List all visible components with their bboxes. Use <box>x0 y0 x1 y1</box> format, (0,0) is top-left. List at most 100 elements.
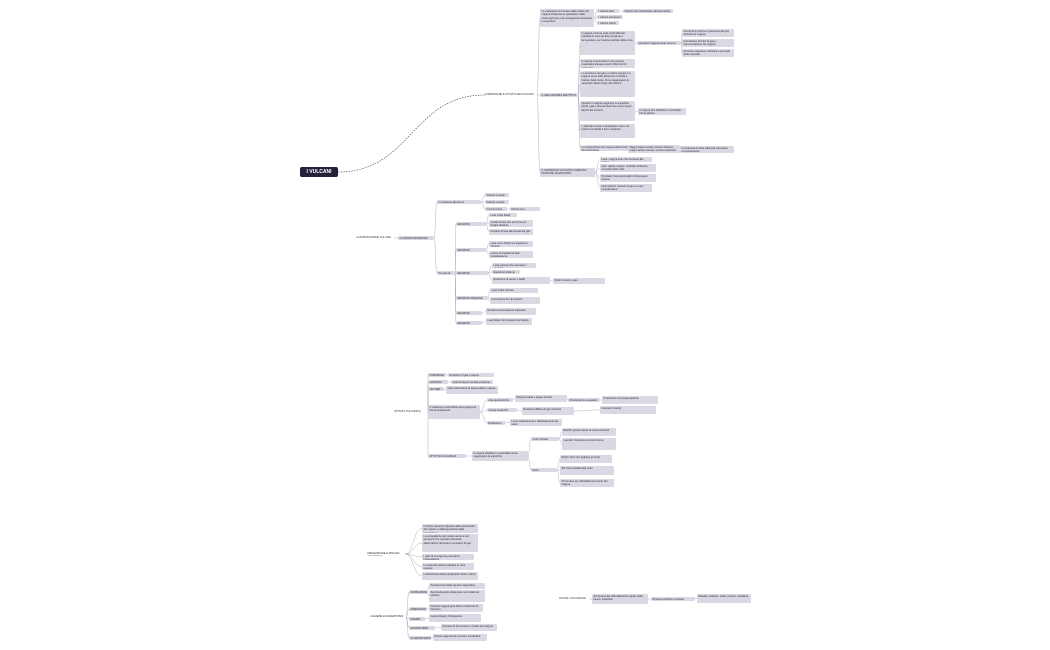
map-node-b2b6a[interactable]: Lava fluida che fuoriesce da fratture <box>486 318 532 325</box>
map-node-b1a2[interactable]: I vulcani quiescenti <box>597 15 623 19</box>
map-node-b1a3[interactable]: I vulcani spenti <box>597 21 619 25</box>
map-node-b1a1x[interactable]: Vulcani che manifestano attività eruttiv… <box>623 9 673 13</box>
map-node-b1b1x2[interactable]: Formazione di bolle di gas e frammentazi… <box>682 39 734 47</box>
map-node-b2b3b[interactable]: Esplosioni violente <box>492 270 520 274</box>
map-node-b5bx[interactable]: Possono raggiungere diversi chilometri d… <box>429 604 483 612</box>
map-node-b3d1[interactable]: Aree geotermiche <box>487 398 513 402</box>
map-node-b5a1[interactable]: Svuotamento della camera magmatica <box>429 583 485 589</box>
map-node-b1b3[interactable]: La pressione dei gas e il calore spingon… <box>580 71 635 97</box>
map-node-b2b4[interactable]: ERUZIONI PELEANE <box>456 296 488 300</box>
map-node-b5dx[interactable]: Processi di formazione e risalita del ma… <box>441 624 497 631</box>
map-node-b3d3x[interactable]: Lento sollevamento e abbassamento del su… <box>510 419 562 426</box>
map-node-b4d[interactable]: La carta del rischio individua le zone e… <box>422 563 474 570</box>
map-node-b2b3a[interactable]: Lava viscosa che ostruisce il condotto <box>492 263 536 268</box>
map-node-b3d2[interactable]: Campi fumarolici <box>487 408 517 412</box>
map-node-b6a[interactable]: Si formano dal raffreddamento rapido del… <box>592 594 648 604</box>
map-node-b2a2[interactable]: Per tipo di eruzione <box>437 271 455 275</box>
map-node-b2b2a[interactable]: Lava meno fluida con esplosioni ritmiche <box>489 241 533 247</box>
map-node-b1b4x[interactable]: Il magma che solidifica in profondità fo… <box>638 108 686 115</box>
map-node-b2b4b[interactable]: Formazione di nubi ardenti <box>490 297 540 304</box>
map-node-b1c4[interactable]: Nubi ardenti: miscele di gas e ceneri in… <box>600 184 652 192</box>
map-node-b1b6x[interactable]: Magmi basici e fluidi: eruzioni effusive… <box>628 145 680 153</box>
map-node-b5b[interactable]: DIMENSIONI <box>409 607 427 611</box>
map-node-b3d1z[interactable]: Produzione di energia elettrica <box>602 396 658 404</box>
map-node-b3e1[interactable]: Corpi intrusivi <box>531 437 559 441</box>
map-node-b5d[interactable]: MAGMATISMO <box>409 626 435 630</box>
map-node-b3e1a[interactable]: Batoliti: grandi masse di roccia intrusi… <box>562 428 616 436</box>
map-node-b3d1x[interactable]: Sorgenti calde e acque termali <box>515 395 567 402</box>
map-node-b5c[interactable]: ESEMPI <box>409 617 425 621</box>
map-node-b2b3cx[interactable]: Nubi di ceneri e gas <box>553 278 605 284</box>
map-node-b2a1a[interactable]: Vulcani a scudo <box>485 193 509 197</box>
map-node-b2b6[interactable]: ERUZIONI ISLANDESI <box>456 321 482 325</box>
map-node-b2b1c[interactable]: Fontane di lava alimentate dai gas <box>489 229 533 235</box>
map-node-b3e1b[interactable]: Laccoliti: intrusioni a forma di lente <box>562 438 616 450</box>
map-node-b4c[interactable]: I piani di emergenza prevedono l'evacuaz… <box>422 554 474 560</box>
map-node-b1a1[interactable]: I vulcani attivi <box>597 9 619 13</box>
map-node-b3d3[interactable]: Bradisismo <box>487 421 505 425</box>
map-node-b2[interactable]: CLASSIFICAZIONE VULCANI <box>356 236 392 239</box>
map-node-b3d2y[interactable]: Depositi minerali <box>600 406 656 414</box>
map-node-b3[interactable]: ATTIVITÀ VULCANICA <box>394 410 421 413</box>
map-node-b1c1[interactable]: Lava: magma fuso che fuoriesce dal crate… <box>600 157 652 162</box>
map-node-b3ex[interactable]: Il magma solidifica in profondità senza … <box>472 451 528 461</box>
map-node-b2b1b[interactable]: Colate di lava che scorrono per lunghe d… <box>489 220 533 227</box>
map-node-b6[interactable]: ROCCE VULCANICHE <box>559 597 586 600</box>
map-node-b5cx[interactable]: Campi Flegrei, Yellowstone <box>429 614 481 622</box>
map-node-b1b4[interactable]: Quando il magma raggiunge la superficie … <box>580 101 635 121</box>
map-node-b2a1b[interactable]: Vulcani a strato <box>485 200 509 204</box>
map-node-b4b[interactable]: La sorveglianza dei vulcani avviene con … <box>422 534 478 552</box>
map-node-b3d2x[interactable]: Emissioni diffuse di gas vulcanici <box>522 407 574 415</box>
map-node-b5ex[interactable]: Rocce magmatiche intrusive ed effusive <box>433 634 487 641</box>
map-node-b2a1cx[interactable]: Piccoli coni <box>510 207 540 211</box>
map-node-b3a[interactable]: FUMAROLE <box>428 373 446 377</box>
map-node-b1b2[interactable]: Il magma si accumula in una camera magma… <box>580 59 635 68</box>
map-node-b3e2[interactable]: Filoni <box>531 468 557 472</box>
map-node-b6b[interactable]: Struttura porfirica o vetrosa <box>651 597 695 601</box>
map-node-b2b3[interactable]: ERUZIONI VULCANIANE <box>456 271 488 275</box>
map-node-b3cx[interactable]: Getti intermittenti di acqua calda e vap… <box>446 386 498 394</box>
map-node-b2a[interactable]: CLASSIFICAZIONE DEI VULCANI <box>398 236 434 240</box>
map-node-b2b3c[interactable]: Emissione di ceneri e lapilli <box>492 277 550 284</box>
map-node-b5e[interactable]: CLASSIFICAZIONE <box>409 636 431 640</box>
map-node-b2b4a[interactable]: Lava molto viscosa <box>490 288 538 293</box>
map-node-b6c[interactable]: Basalto, andesite, riolite, pomice, ossi… <box>697 594 751 603</box>
map-node-b3c[interactable]: GEYSER <box>428 387 444 391</box>
map-node-b2a1c[interactable]: Coni di scorie <box>485 207 507 211</box>
map-node-b5[interactable]: CALDERE E MAGMATISMO <box>370 615 404 618</box>
map-node-b1b1x[interactable]: Quando il magma risale verso la superfic… <box>637 41 681 45</box>
map-node-b1b1x1[interactable]: Aumento di volume e pressione dei gas di… <box>682 29 734 37</box>
map-node-b5a[interactable]: FORMAZIONE <box>409 590 427 594</box>
map-node-b2b2[interactable]: ERUZIONI STROMBOLIANE <box>456 248 486 252</box>
map-node-b1c[interactable]: IL MATERIALE VULCANICO EMESSO DURANTE LE… <box>540 168 595 177</box>
map-node-b2b1a[interactable]: Lava molto fluida <box>489 213 517 217</box>
map-node-b2b5[interactable]: ERUZIONI PLINIANE <box>456 311 482 315</box>
map-node-b4a[interactable]: Il rischio vulcanico dipende dalla peric… <box>422 524 478 533</box>
map-node-b3d[interactable]: Il vulcanismo secondario accompagna le f… <box>428 405 480 419</box>
map-node-b1b5[interactable]: I materiali emessi si depositano intorno… <box>580 124 635 138</box>
map-node-b1b6x1[interactable]: Il contenuto di silice influenza viscosi… <box>680 146 734 153</box>
map-node-b3e2b[interactable]: Sill: filoni paralleli agli strati <box>560 466 614 475</box>
map-node-b2a1[interactable]: In relazione alla forma <box>437 200 481 204</box>
map-node-b3e2c[interactable]: Si formano per raffreddamento lento del … <box>560 479 614 487</box>
map-node-b1b1[interactable]: Il magma si forma nelle profondità del m… <box>580 31 635 55</box>
map-node-b5a2[interactable]: Sprofondamento della parte sommitale del… <box>429 590 485 602</box>
map-node-b3d1y[interactable]: Sfruttamento energetico <box>568 398 600 402</box>
map-node-b2b1[interactable]: ERUZIONI HAWAIIANE <box>456 222 486 226</box>
map-node-b3b[interactable]: SOFFIONI <box>428 380 448 384</box>
map-node-b1c3[interactable]: Piroclasti: frammenti solidi di dimensio… <box>600 174 656 182</box>
map-node-b4[interactable]: PREVENZIONE E RISCHIO VULCANICO <box>367 552 400 556</box>
map-node-b1b1x3[interactable]: Eruzione esplosiva o effusiva a seconda … <box>682 49 734 57</box>
map-node-b3bx[interactable]: Getti di vapore ad alta pressione <box>451 380 493 384</box>
map-node-b1[interactable]: FORMAZIONE E ATTIVITÀ DEI VULCANI <box>485 93 534 96</box>
map-node-b4e[interactable]: L'educazione della popolazione riduce i … <box>422 572 478 580</box>
map-node-b2b2b[interactable]: Lancio di brandelli di lava incandescent… <box>489 251 533 258</box>
map-node-b1b[interactable]: IL MECCANISMO ERUTTIVO <box>540 93 578 97</box>
map-node-b1b6[interactable]: La composizione del magma determina il t… <box>580 145 635 151</box>
map-node-b2b5a[interactable]: Eruzioni estremamente esplosive <box>486 308 536 315</box>
map-node-b1c2[interactable]: Gas: vapore acqueo, anidride carbonica, … <box>600 164 656 172</box>
map-node-b3ax[interactable]: Emissioni di gas e vapore <box>448 373 494 377</box>
map-node-b3e2a[interactable]: Dicchi: filoni che tagliano gli strati <box>560 455 612 463</box>
map-node-b1a[interactable]: Le vulcaniche si formano dalla risalita … <box>540 9 594 27</box>
